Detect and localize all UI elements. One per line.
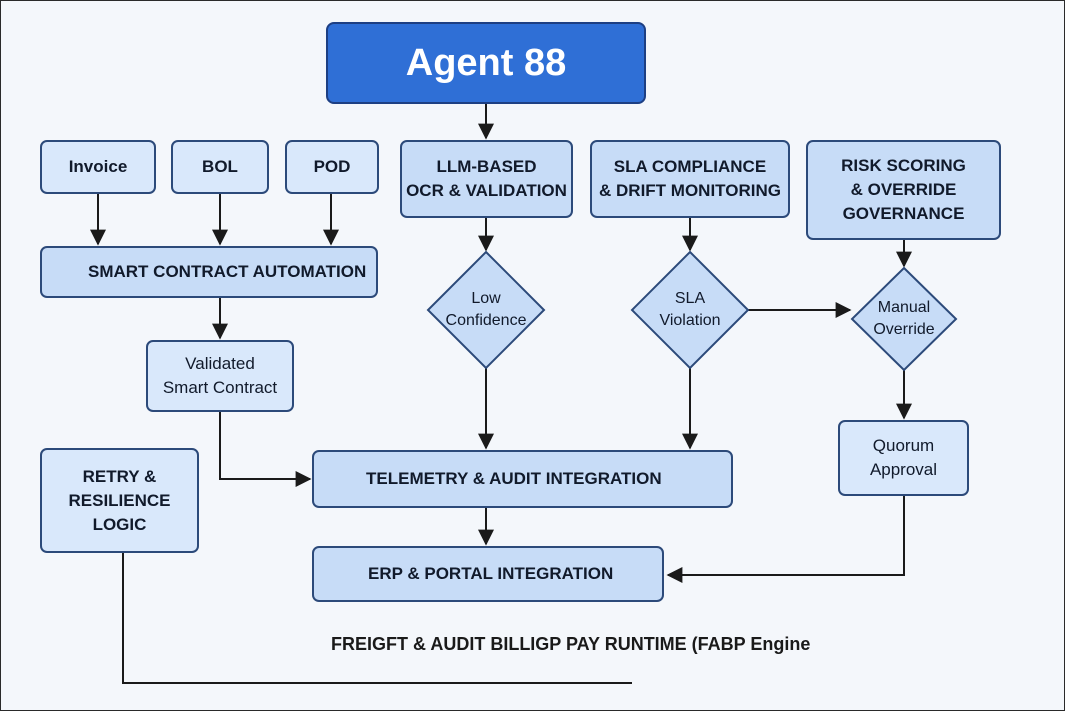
edge-quorum-erp bbox=[666, 496, 905, 583]
decision-low-confidence bbox=[426, 250, 546, 370]
title-box: Agent 88 bbox=[326, 22, 646, 104]
input-invoice: Invoice bbox=[40, 140, 156, 194]
smart-contract-automation: SMART CONTRACT AUTOMATION bbox=[40, 246, 378, 298]
quorum-approval: Quorum Approval bbox=[838, 420, 969, 496]
retry-resilience-logic: RETRY & RESILIENCE LOGIC bbox=[40, 448, 199, 553]
llm-ocr-validation: LLM-BASED OCR & VALIDATION bbox=[400, 140, 573, 218]
edge-validated-telemetry bbox=[219, 412, 312, 487]
decision-sla-violation bbox=[630, 250, 750, 370]
risk-scoring-governance: RISK SCORING & OVERRIDE GOVERNANCE bbox=[806, 140, 1001, 240]
sla-violation-label: SLA Violation bbox=[659, 290, 721, 329]
telemetry-audit-integration: TELEMETRY & AUDIT INTEGRATION bbox=[312, 450, 733, 508]
sla-compliance-drift: SLA COMPLIANCE & DRIFT MONITORING bbox=[590, 140, 790, 218]
decision-manual-override bbox=[850, 266, 958, 372]
manual-override-label: Manual Override bbox=[873, 299, 935, 338]
input-bol: BOL bbox=[171, 140, 269, 194]
erp-portal-integration: ERP & PORTAL INTEGRATION bbox=[312, 546, 664, 602]
footer-caption: FREIGFT & AUDIT BILLIGP PAY RUNTIME (FAB… bbox=[331, 634, 811, 654]
low-confidence-label: Low Confidence bbox=[445, 290, 527, 329]
edge-retry-loop bbox=[122, 553, 632, 684]
validated-smart-contract: Validated Smart Contract bbox=[146, 340, 294, 412]
input-pod: POD bbox=[285, 140, 379, 194]
